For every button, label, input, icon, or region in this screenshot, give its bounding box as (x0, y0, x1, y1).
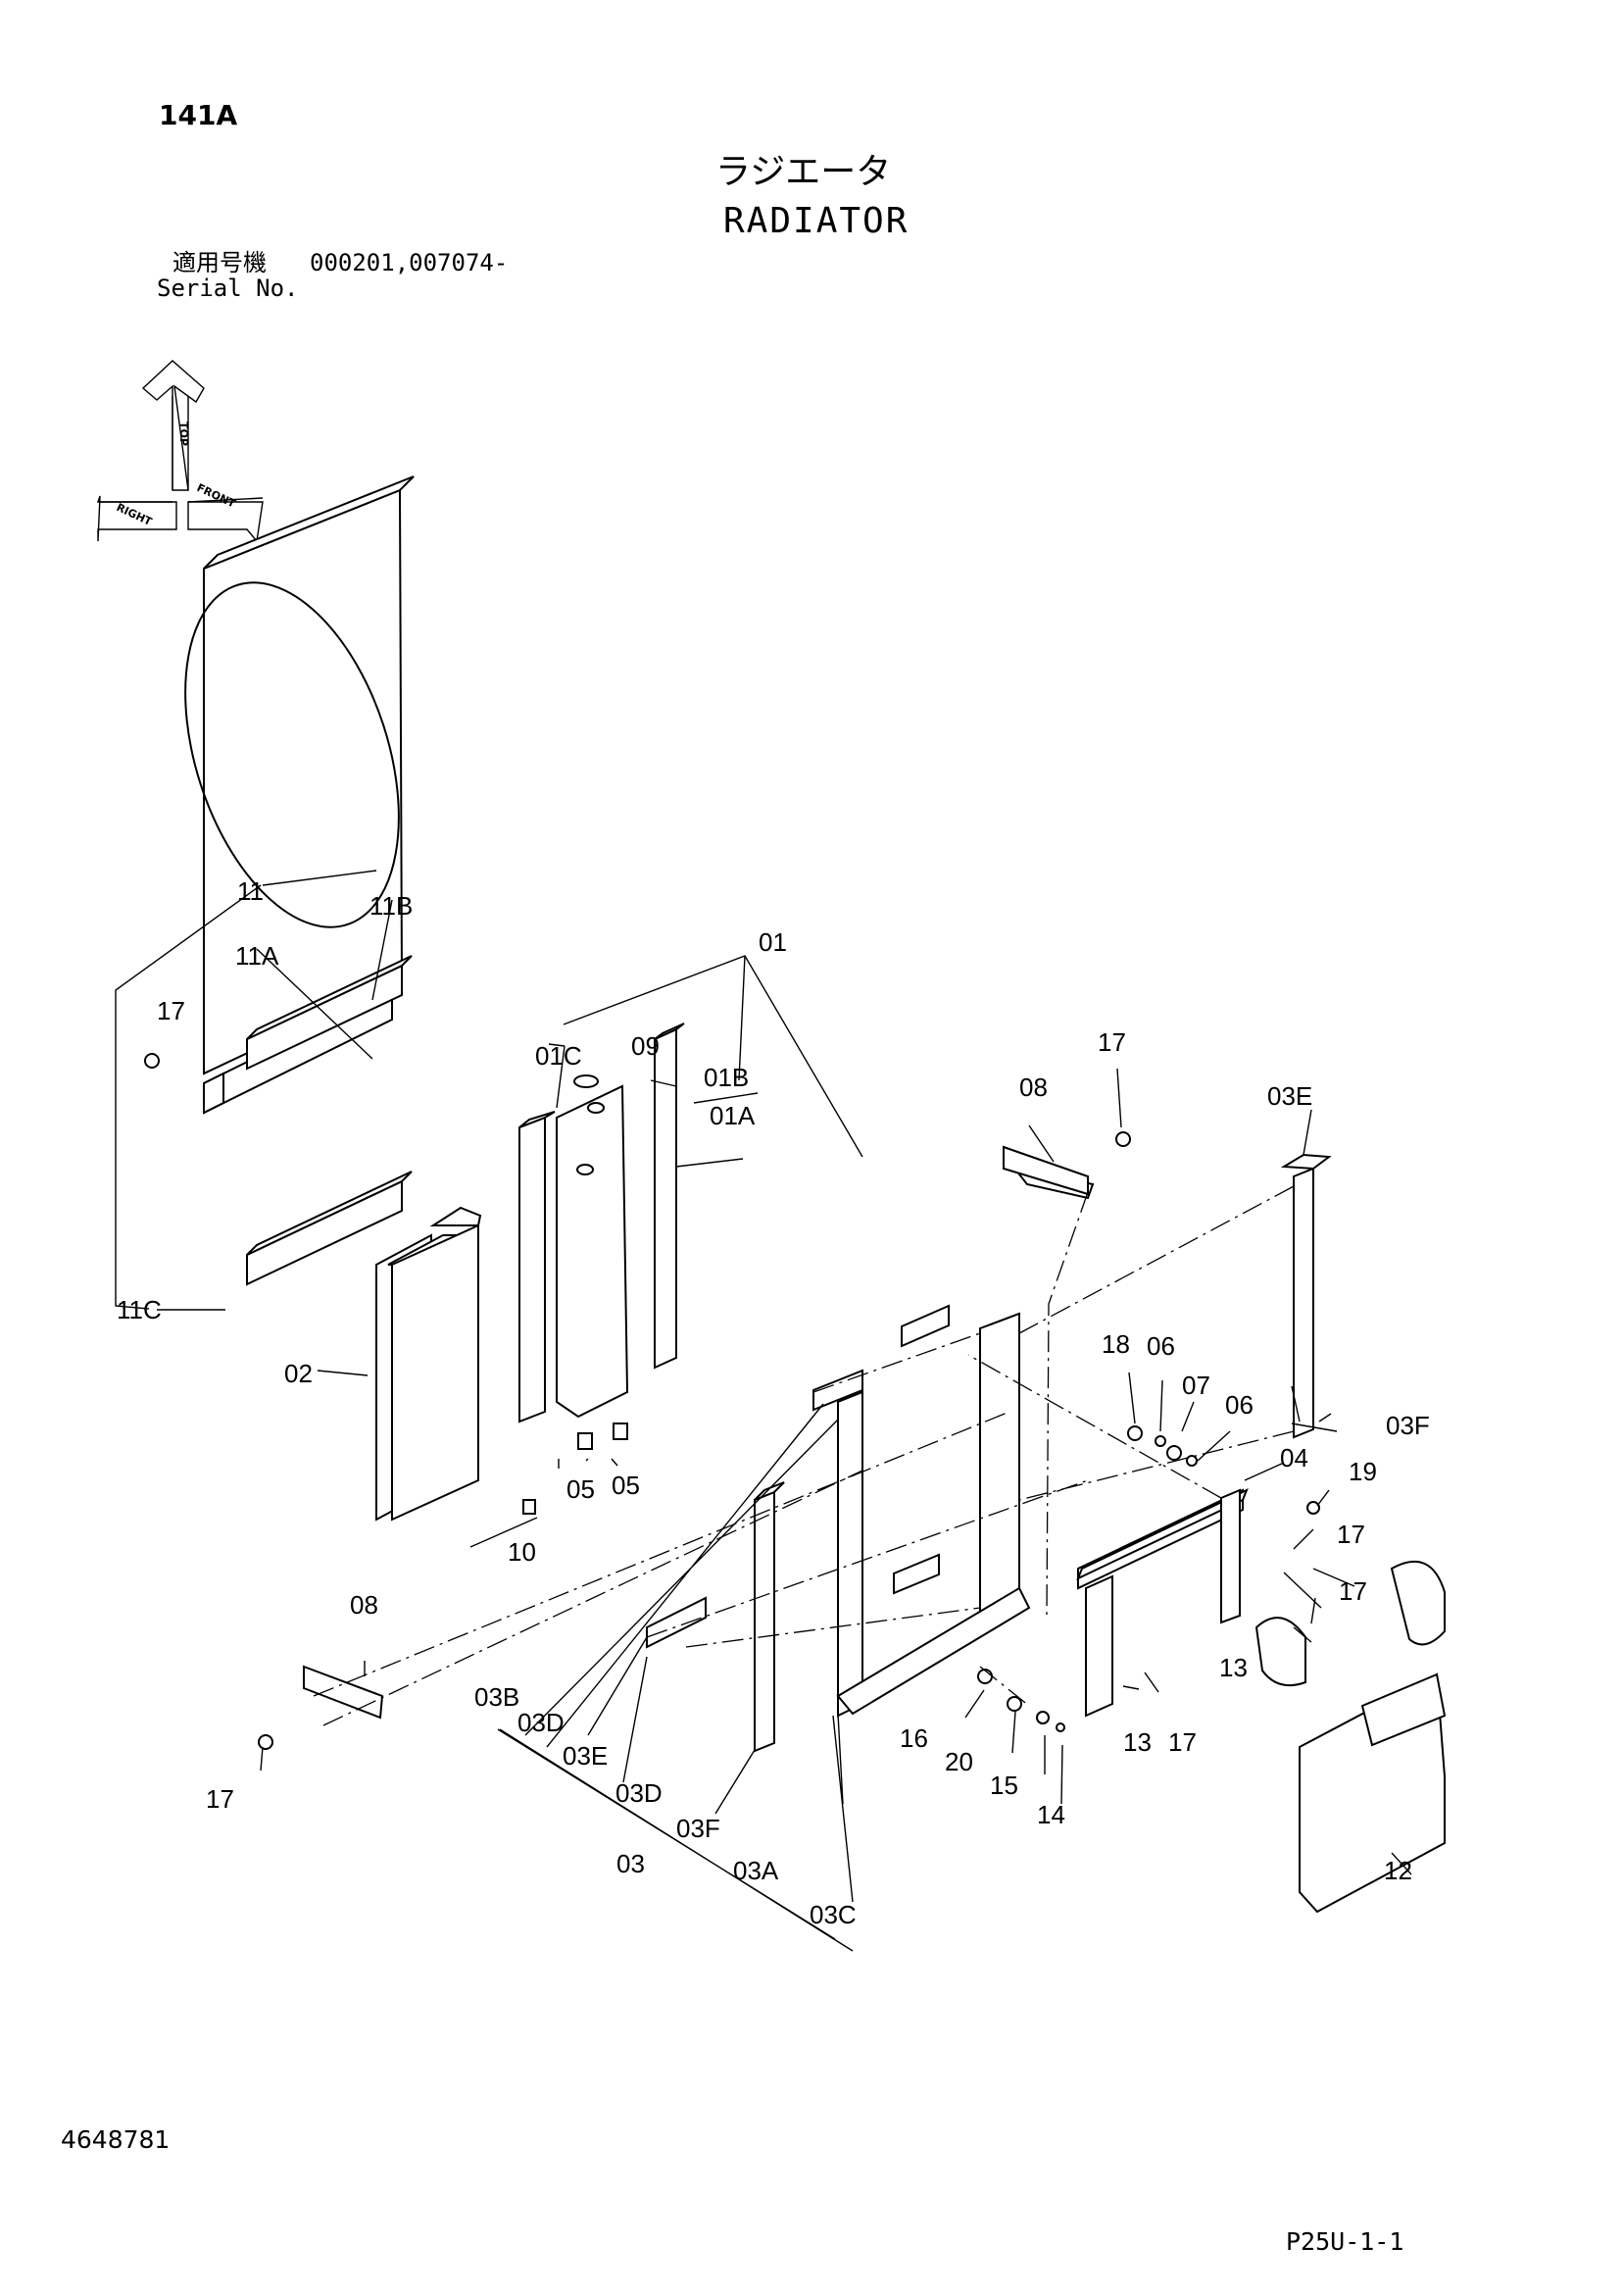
callout-03c: 03C (810, 1900, 857, 1929)
callout-17-bottom: 17 (1168, 1727, 1197, 1757)
callout-17-right-a: 17 (1337, 1520, 1365, 1549)
callout-17-right-b: 17 (1339, 1576, 1367, 1606)
callout-12: 12 (1384, 1856, 1412, 1885)
callout-11a: 11A (235, 941, 279, 971)
serial-label-japanese: 適用号機 (172, 249, 267, 276)
callout-03f-left: 03F (676, 1814, 720, 1843)
callout-17-top-left: 17 (157, 996, 185, 1025)
callout-03b: 03B (474, 1682, 519, 1712)
orientation-front-label: FRONT (195, 481, 238, 511)
callout-14: 14 (1037, 1800, 1065, 1829)
callout-20: 20 (945, 1747, 973, 1776)
hardware-bolts (144, 1053, 1320, 1750)
callout-03e-left: 03E (563, 1741, 608, 1771)
callout-05-left: 05 (566, 1474, 595, 1504)
serial-numbers: 000201,007074- (310, 249, 509, 276)
serial-label-english: Serial No. (157, 275, 299, 302)
callout-03d-lower: 03D (517, 1708, 565, 1737)
callout-09: 09 (631, 1031, 660, 1061)
callout-04: 04 (1280, 1443, 1308, 1472)
callout-03: 03 (616, 1849, 645, 1878)
callout-19: 19 (1349, 1457, 1377, 1486)
document-number: 4648781 (61, 2125, 171, 2154)
callout-03f-right: 03F (1386, 1411, 1430, 1440)
callout-labels: 11 11A 11B 11C 01 01A 01B 01C 02 03 03A … (117, 876, 1430, 1929)
callout-01c: 01C (535, 1041, 582, 1071)
callout-16: 16 (900, 1723, 928, 1753)
radiator-core (375, 1206, 482, 1522)
callout-13-lower: 13 (1123, 1727, 1152, 1757)
callout-03a: 03A (733, 1856, 779, 1885)
callout-02: 02 (284, 1359, 313, 1388)
callout-03e-right: 03E (1267, 1081, 1312, 1111)
callout-11: 11 (237, 876, 264, 906)
title-english: RADIATOR (723, 201, 910, 241)
callout-03d-upper: 03D (615, 1778, 663, 1808)
callout-17-top-right: 17 (1098, 1027, 1126, 1057)
callout-11b: 11B (369, 891, 413, 921)
callout-06-lower: 06 (1225, 1390, 1254, 1420)
title-japanese: ラジエータ (715, 152, 892, 192)
fan-shroud (184, 475, 415, 1286)
intercooler (1254, 1560, 1447, 1914)
callout-18: 18 (1102, 1329, 1130, 1359)
callout-11c: 11C (117, 1295, 162, 1324)
callout-17-bottom-left: 17 (206, 1784, 234, 1814)
page-number: 141A (159, 99, 238, 131)
callout-15: 15 (990, 1771, 1018, 1800)
radiator-tank-parts (518, 1023, 685, 1515)
callout-05-right: 05 (612, 1471, 640, 1500)
callout-10: 10 (508, 1537, 536, 1567)
orientation-compass-icon: TOP RIGHT FRONT (97, 360, 264, 543)
orientation-right-label: RIGHT (115, 501, 155, 528)
leader-lines (115, 870, 1412, 1952)
radiator-frame (646, 1153, 1332, 1753)
callout-01: 01 (759, 927, 787, 957)
callout-06-upper: 06 (1147, 1331, 1175, 1361)
orientation-top-label: TOP (177, 422, 190, 446)
callout-01b: 01B (704, 1063, 749, 1092)
page-code: P25U-1-1 (1286, 2227, 1404, 2256)
callout-08-lower: 08 (350, 1590, 378, 1620)
callout-13-upper: 13 (1219, 1653, 1248, 1682)
callout-07: 07 (1182, 1371, 1210, 1400)
callout-08-upper: 08 (1019, 1073, 1048, 1102)
callout-01a: 01A (710, 1101, 756, 1130)
